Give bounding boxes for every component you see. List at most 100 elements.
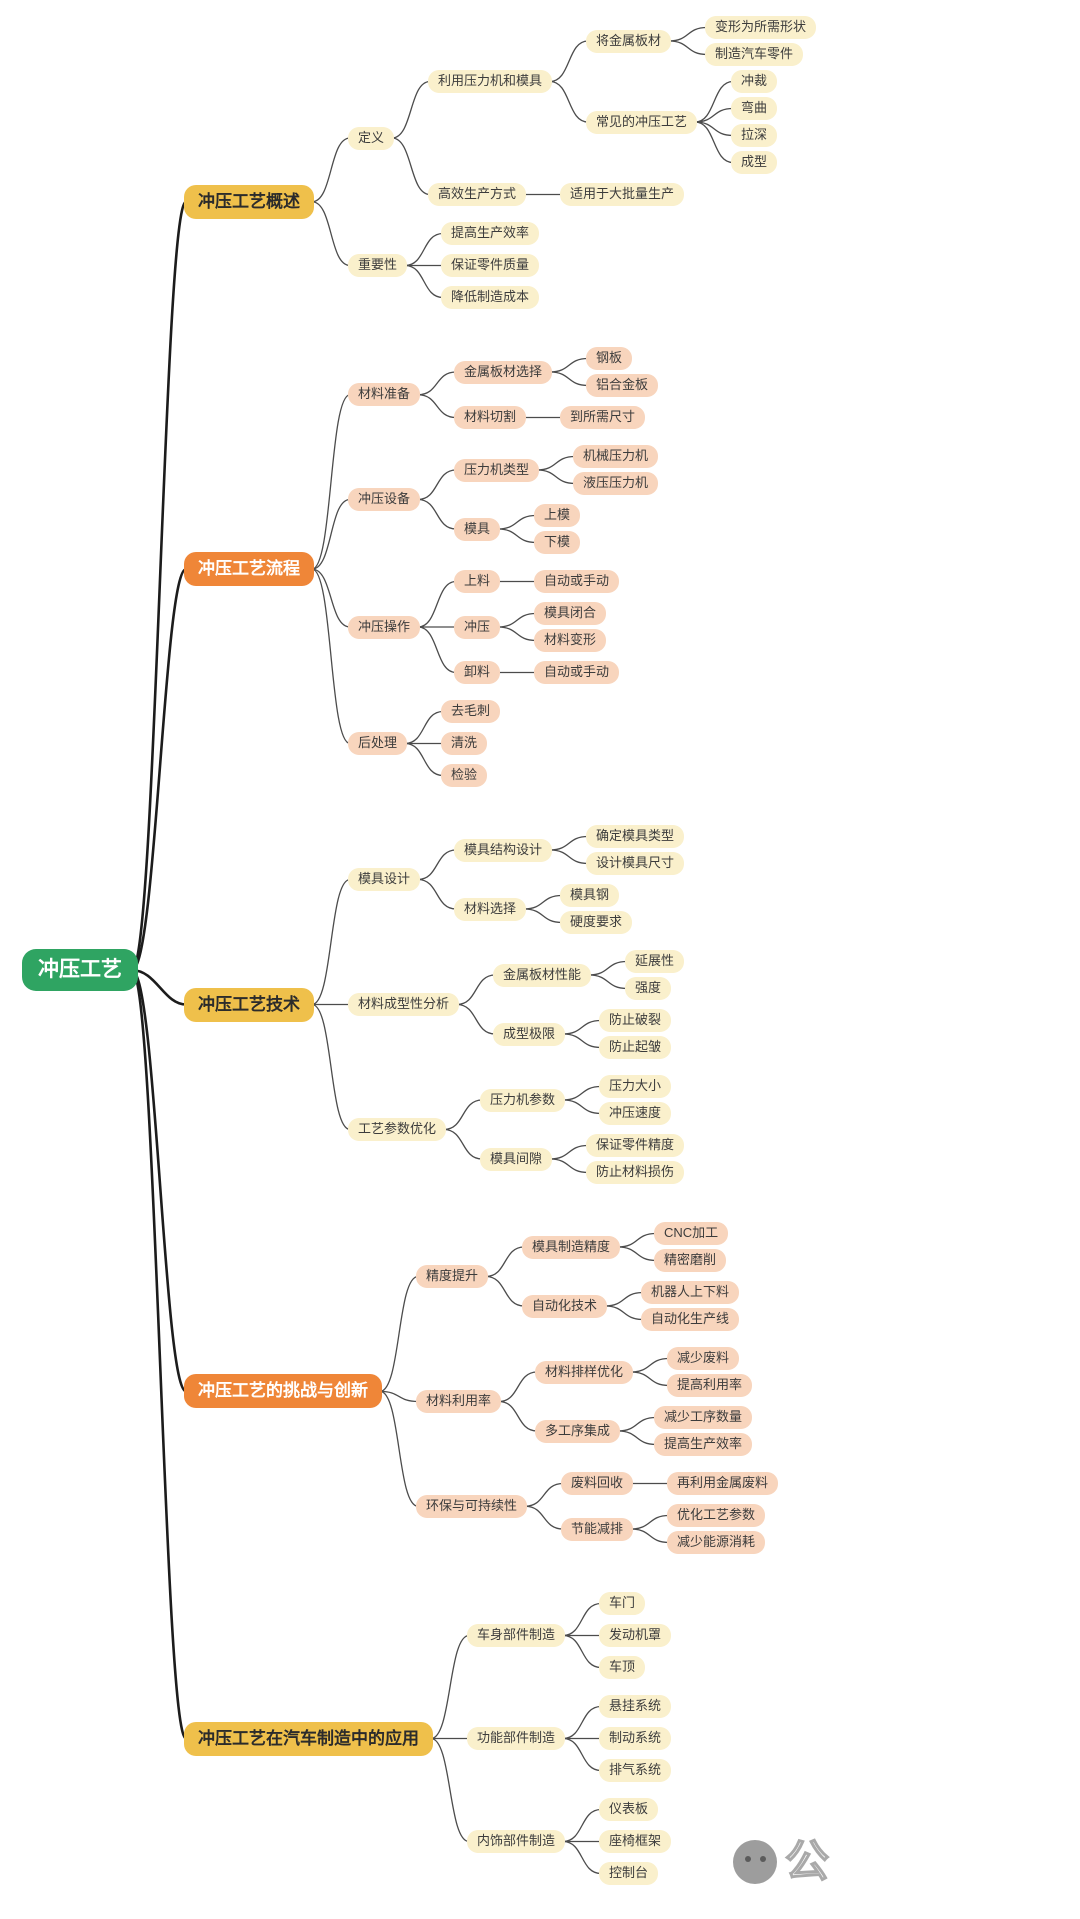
mind-node[interactable]: 定义	[348, 126, 395, 150]
mind-node[interactable]: 车身部件制造	[467, 1624, 566, 1647]
mind-node[interactable]: 保证零件精度	[586, 1134, 685, 1157]
mind-node[interactable]: 强度	[625, 977, 672, 1000]
mind-node[interactable]: 多工序集成	[535, 1419, 621, 1443]
mind-node[interactable]: 废料回收	[561, 1472, 634, 1495]
mind-node[interactable]: 利用压力机和模具	[428, 70, 553, 93]
mind-node[interactable]: 自动或手动	[534, 570, 620, 593]
mind-node[interactable]: 防止材料损伤	[586, 1161, 685, 1184]
mind-node[interactable]: 常见的冲压工艺	[586, 110, 698, 134]
mind-node[interactable]: 金属板材选择	[454, 360, 553, 384]
mind-node[interactable]: 压力大小	[599, 1075, 672, 1098]
mind-node[interactable]: 模具设计	[348, 868, 421, 891]
mind-node[interactable]: 冲裁	[731, 70, 778, 93]
mind-node[interactable]: 设计模具尺寸	[586, 852, 685, 875]
mind-node[interactable]: 再利用金属废料	[667, 1472, 779, 1495]
mind-node[interactable]: 确定模具类型	[586, 825, 685, 848]
mind-node[interactable]: 冲压设备	[348, 488, 421, 511]
mind-node[interactable]: 材料准备	[348, 383, 421, 407]
mind-node[interactable]: 环保与可持续性	[416, 1494, 528, 1518]
mind-node[interactable]: 模具钢	[560, 884, 620, 907]
mind-node[interactable]: 机器人上下料	[641, 1281, 740, 1304]
mind-node[interactable]: 下模	[534, 531, 581, 554]
mind-node[interactable]: 高效生产方式	[428, 183, 527, 206]
mind-node[interactable]: 冲压	[454, 615, 501, 639]
mind-node[interactable]: 压力机参数	[480, 1088, 566, 1112]
mind-node[interactable]: 模具间隙	[480, 1147, 553, 1171]
mind-node[interactable]: 机械压力机	[573, 445, 659, 468]
mind-node[interactable]: 适用于大批量生产	[560, 183, 685, 206]
mind-node[interactable]: 模具制造精度	[522, 1235, 621, 1259]
mind-node[interactable]: 成型极限	[493, 1022, 566, 1046]
mind-node[interactable]: 优化工艺参数	[667, 1504, 766, 1527]
mind-node[interactable]: 悬挂系统	[599, 1695, 672, 1718]
mind-node[interactable]: 清洗	[441, 732, 488, 755]
mind-node[interactable]: 车门	[599, 1592, 646, 1615]
mind-node-branch[interactable]: 冲压工艺在汽车制造中的应用	[184, 1721, 433, 1756]
mind-node[interactable]: 内饰部件制造	[467, 1830, 566, 1853]
mind-node[interactable]: 金属板材性能	[493, 963, 592, 987]
mind-node[interactable]: 压力机类型	[454, 458, 540, 482]
mind-node[interactable]: 精度提升	[416, 1265, 489, 1288]
mind-node[interactable]: 模具闭合	[534, 602, 607, 625]
mind-node[interactable]: 减少废料	[667, 1347, 740, 1370]
mind-node[interactable]: 模具结构设计	[454, 838, 553, 862]
mind-node[interactable]: 减少工序数量	[654, 1406, 753, 1429]
mind-node[interactable]: 提高生产效率	[654, 1433, 753, 1456]
mind-node[interactable]: 上模	[534, 504, 581, 527]
mind-node[interactable]: 防止破裂	[599, 1009, 672, 1032]
mind-node[interactable]: 座椅框架	[599, 1830, 672, 1853]
mind-node[interactable]: 减少能源消耗	[667, 1531, 766, 1554]
mind-node[interactable]: 检验	[441, 764, 488, 787]
mind-node[interactable]: 降低制造成本	[441, 286, 540, 309]
mind-node-branch[interactable]: 冲压工艺流程	[184, 552, 314, 587]
mind-node[interactable]: 钢板	[586, 347, 633, 370]
mind-node[interactable]: 制动系统	[599, 1727, 672, 1750]
mind-node[interactable]: 铝合金板	[586, 374, 659, 397]
mind-node-branch[interactable]: 冲压工艺的挑战与创新	[184, 1374, 382, 1409]
mind-node[interactable]: 发动机罩	[599, 1624, 672, 1647]
mind-node[interactable]: 卸料	[454, 661, 501, 684]
mind-node[interactable]: 精密磨削	[654, 1249, 727, 1272]
mind-node-branch[interactable]: 冲压工艺概述	[184, 184, 314, 219]
mind-node[interactable]: 拉深	[731, 124, 778, 147]
mind-node[interactable]: 材料选择	[454, 897, 527, 921]
mind-node[interactable]: 上料	[454, 570, 501, 593]
mind-node[interactable]: 材料变形	[534, 629, 607, 652]
mind-node[interactable]: 提高利用率	[667, 1374, 753, 1397]
mind-node[interactable]: 材料排样优化	[535, 1360, 634, 1384]
mind-node[interactable]: 材料利用率	[416, 1390, 502, 1413]
mind-node[interactable]: 仪表板	[599, 1798, 659, 1821]
mind-node-root[interactable]: 冲压工艺	[22, 949, 138, 992]
mind-node[interactable]: 自动化技术	[522, 1294, 608, 1318]
mind-node[interactable]: 到所需尺寸	[560, 406, 646, 429]
mind-node[interactable]: 车顶	[599, 1656, 646, 1679]
mind-node[interactable]: 排气系统	[599, 1759, 672, 1782]
mind-node[interactable]: 功能部件制造	[467, 1727, 566, 1750]
mind-node[interactable]: 保证零件质量	[441, 254, 540, 277]
mind-node[interactable]: 液压压力机	[573, 472, 659, 495]
mind-node[interactable]: 重要性	[348, 254, 408, 277]
mind-node[interactable]: 冲压操作	[348, 615, 421, 639]
mind-node[interactable]: 提高生产效率	[441, 222, 540, 245]
mind-node-branch[interactable]: 冲压工艺技术	[184, 987, 314, 1022]
mind-node[interactable]: CNC加工	[654, 1222, 729, 1245]
mind-node[interactable]: 节能减排	[561, 1517, 634, 1541]
mind-node[interactable]: 后处理	[348, 732, 408, 755]
mind-node[interactable]: 自动化生产线	[641, 1308, 740, 1331]
mind-node[interactable]: 硬度要求	[560, 911, 633, 934]
mind-node[interactable]: 材料成型性分析	[348, 993, 460, 1016]
mind-node[interactable]: 材料切割	[454, 406, 527, 429]
mind-node[interactable]: 将金属板材	[586, 29, 672, 53]
mind-node[interactable]: 变形为所需形状	[705, 16, 817, 39]
mind-node[interactable]: 防止起皱	[599, 1036, 672, 1059]
mind-node[interactable]: 工艺参数优化	[348, 1118, 447, 1141]
mind-node[interactable]: 冲压速度	[599, 1102, 672, 1125]
mind-node[interactable]: 控制台	[599, 1862, 659, 1885]
mind-node[interactable]: 制造汽车零件	[705, 43, 804, 66]
mind-node[interactable]: 延展性	[625, 950, 685, 973]
mind-node[interactable]: 弯曲	[731, 97, 778, 120]
mind-node[interactable]: 去毛刺	[441, 700, 501, 723]
mind-node[interactable]: 自动或手动	[534, 661, 620, 684]
mind-node[interactable]: 模具	[454, 517, 501, 541]
mind-node[interactable]: 成型	[731, 151, 778, 174]
